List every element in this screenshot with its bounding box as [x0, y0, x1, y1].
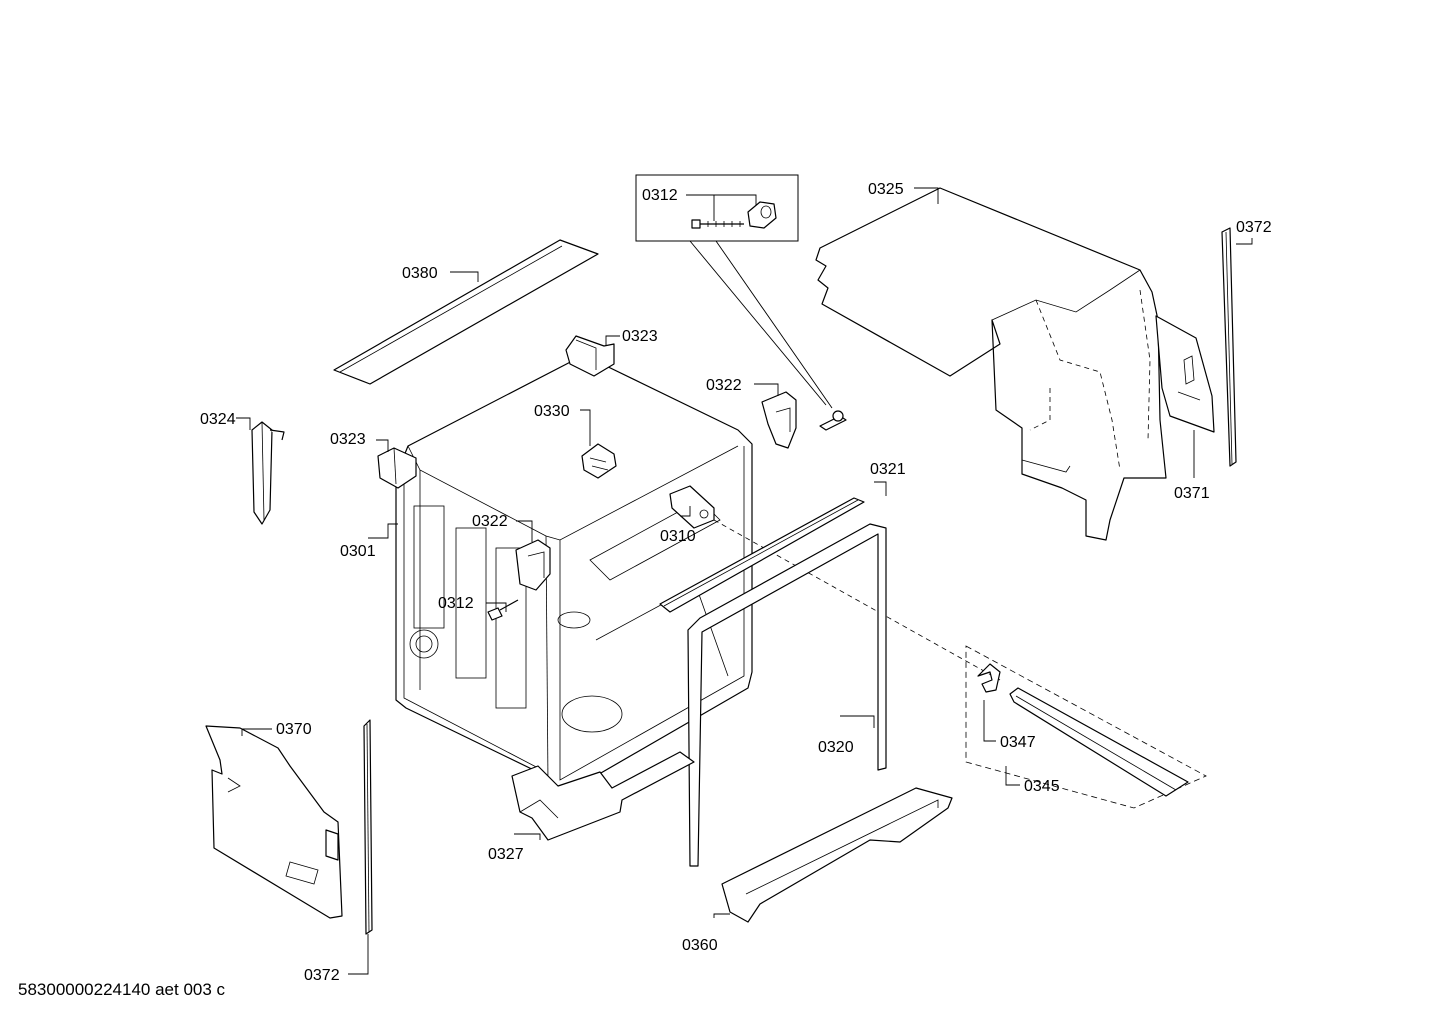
label-0372-top: 0372	[1236, 219, 1272, 236]
part-0323-bracket-top	[565, 335, 615, 377]
part-0360-base-trim	[721, 787, 953, 923]
leader-0323-top	[605, 335, 620, 346]
part-0325-top-cover	[815, 187, 1167, 541]
leader-0321	[874, 481, 887, 496]
label-0347: 0347	[1000, 734, 1036, 751]
leader-0320	[840, 715, 875, 728]
part-group-0345	[965, 645, 1207, 809]
leader-0322-right	[754, 383, 779, 396]
label-0345: 0345	[1024, 778, 1060, 795]
label-0321: 0321	[870, 461, 906, 478]
leader-0323-left	[376, 439, 389, 452]
leader-0327	[514, 833, 541, 840]
leader-0360	[713, 913, 730, 918]
leader-0322-mid	[516, 520, 533, 542]
label-0324: 0324	[200, 411, 236, 428]
part-0321-door-strip	[659, 497, 865, 613]
part-0312-screw-mid	[487, 599, 519, 621]
axis-line-0310	[713, 519, 1001, 681]
label-0372-bottom: 0372	[304, 967, 340, 984]
document-code: 58300000224140 aet 003 c	[18, 980, 226, 999]
part-0320-door-seal	[687, 523, 887, 867]
label-0330: 0330	[534, 403, 570, 420]
part-0345-rail	[1009, 687, 1189, 797]
label-0322-right: 0322	[706, 377, 742, 394]
label-0371: 0371	[1174, 485, 1210, 502]
leader-0325	[914, 187, 939, 204]
part-0372-strip-top	[1221, 227, 1237, 467]
leader-0380	[450, 271, 479, 282]
part-0327-plinth	[511, 751, 695, 841]
leader-0372-bottom	[348, 934, 369, 975]
part-0347-clip	[977, 663, 1001, 693]
part-0370-side-insulation	[205, 725, 343, 919]
part-0312-screw-inset	[691, 219, 744, 229]
part-0301-tub	[395, 355, 753, 793]
leader-0301	[368, 523, 398, 539]
part-0372-strip-bottom	[363, 719, 373, 935]
label-0360: 0360	[682, 937, 718, 954]
leader-0330	[580, 409, 591, 446]
label-0323-top: 0323	[622, 328, 658, 345]
leader-0345	[1005, 766, 1020, 786]
leader-0370	[241, 728, 272, 736]
leader-0347	[983, 700, 996, 742]
label-0301: 0301	[340, 543, 376, 560]
label-0322-mid: 0322	[472, 513, 508, 530]
part-0322-hinge-right	[761, 391, 797, 449]
inset-detail-box	[635, 174, 833, 409]
label-0327: 0327	[488, 846, 524, 863]
label-0310: 0310	[660, 528, 696, 545]
leader-0372-top	[1236, 238, 1253, 245]
part-labels: 0312 0325 0372 0380 0323 0322 0324 0330 …	[200, 181, 1272, 984]
part-0312-screw-small	[819, 410, 847, 431]
label-0320: 0320	[818, 739, 854, 756]
label-0312-inset: 0312	[642, 187, 678, 204]
part-0322-hinge-mid	[515, 539, 551, 591]
part-0330-latch	[581, 443, 617, 479]
label-0325: 0325	[868, 181, 904, 198]
part-0312-anchor-inset	[747, 201, 777, 229]
label-0370: 0370	[276, 721, 312, 738]
part-0371-side-panel	[1155, 315, 1215, 433]
leader-0310	[680, 506, 691, 517]
part-0323-bracket-left	[377, 447, 417, 489]
part-0380-top-plate	[333, 239, 599, 385]
part-0324-left-bracket	[251, 421, 285, 525]
label-0380: 0380	[402, 265, 438, 282]
leader-0312-mid	[486, 602, 507, 612]
label-0312-mid: 0312	[438, 595, 474, 612]
label-0323-left: 0323	[330, 431, 366, 448]
leader-0324	[236, 417, 251, 430]
